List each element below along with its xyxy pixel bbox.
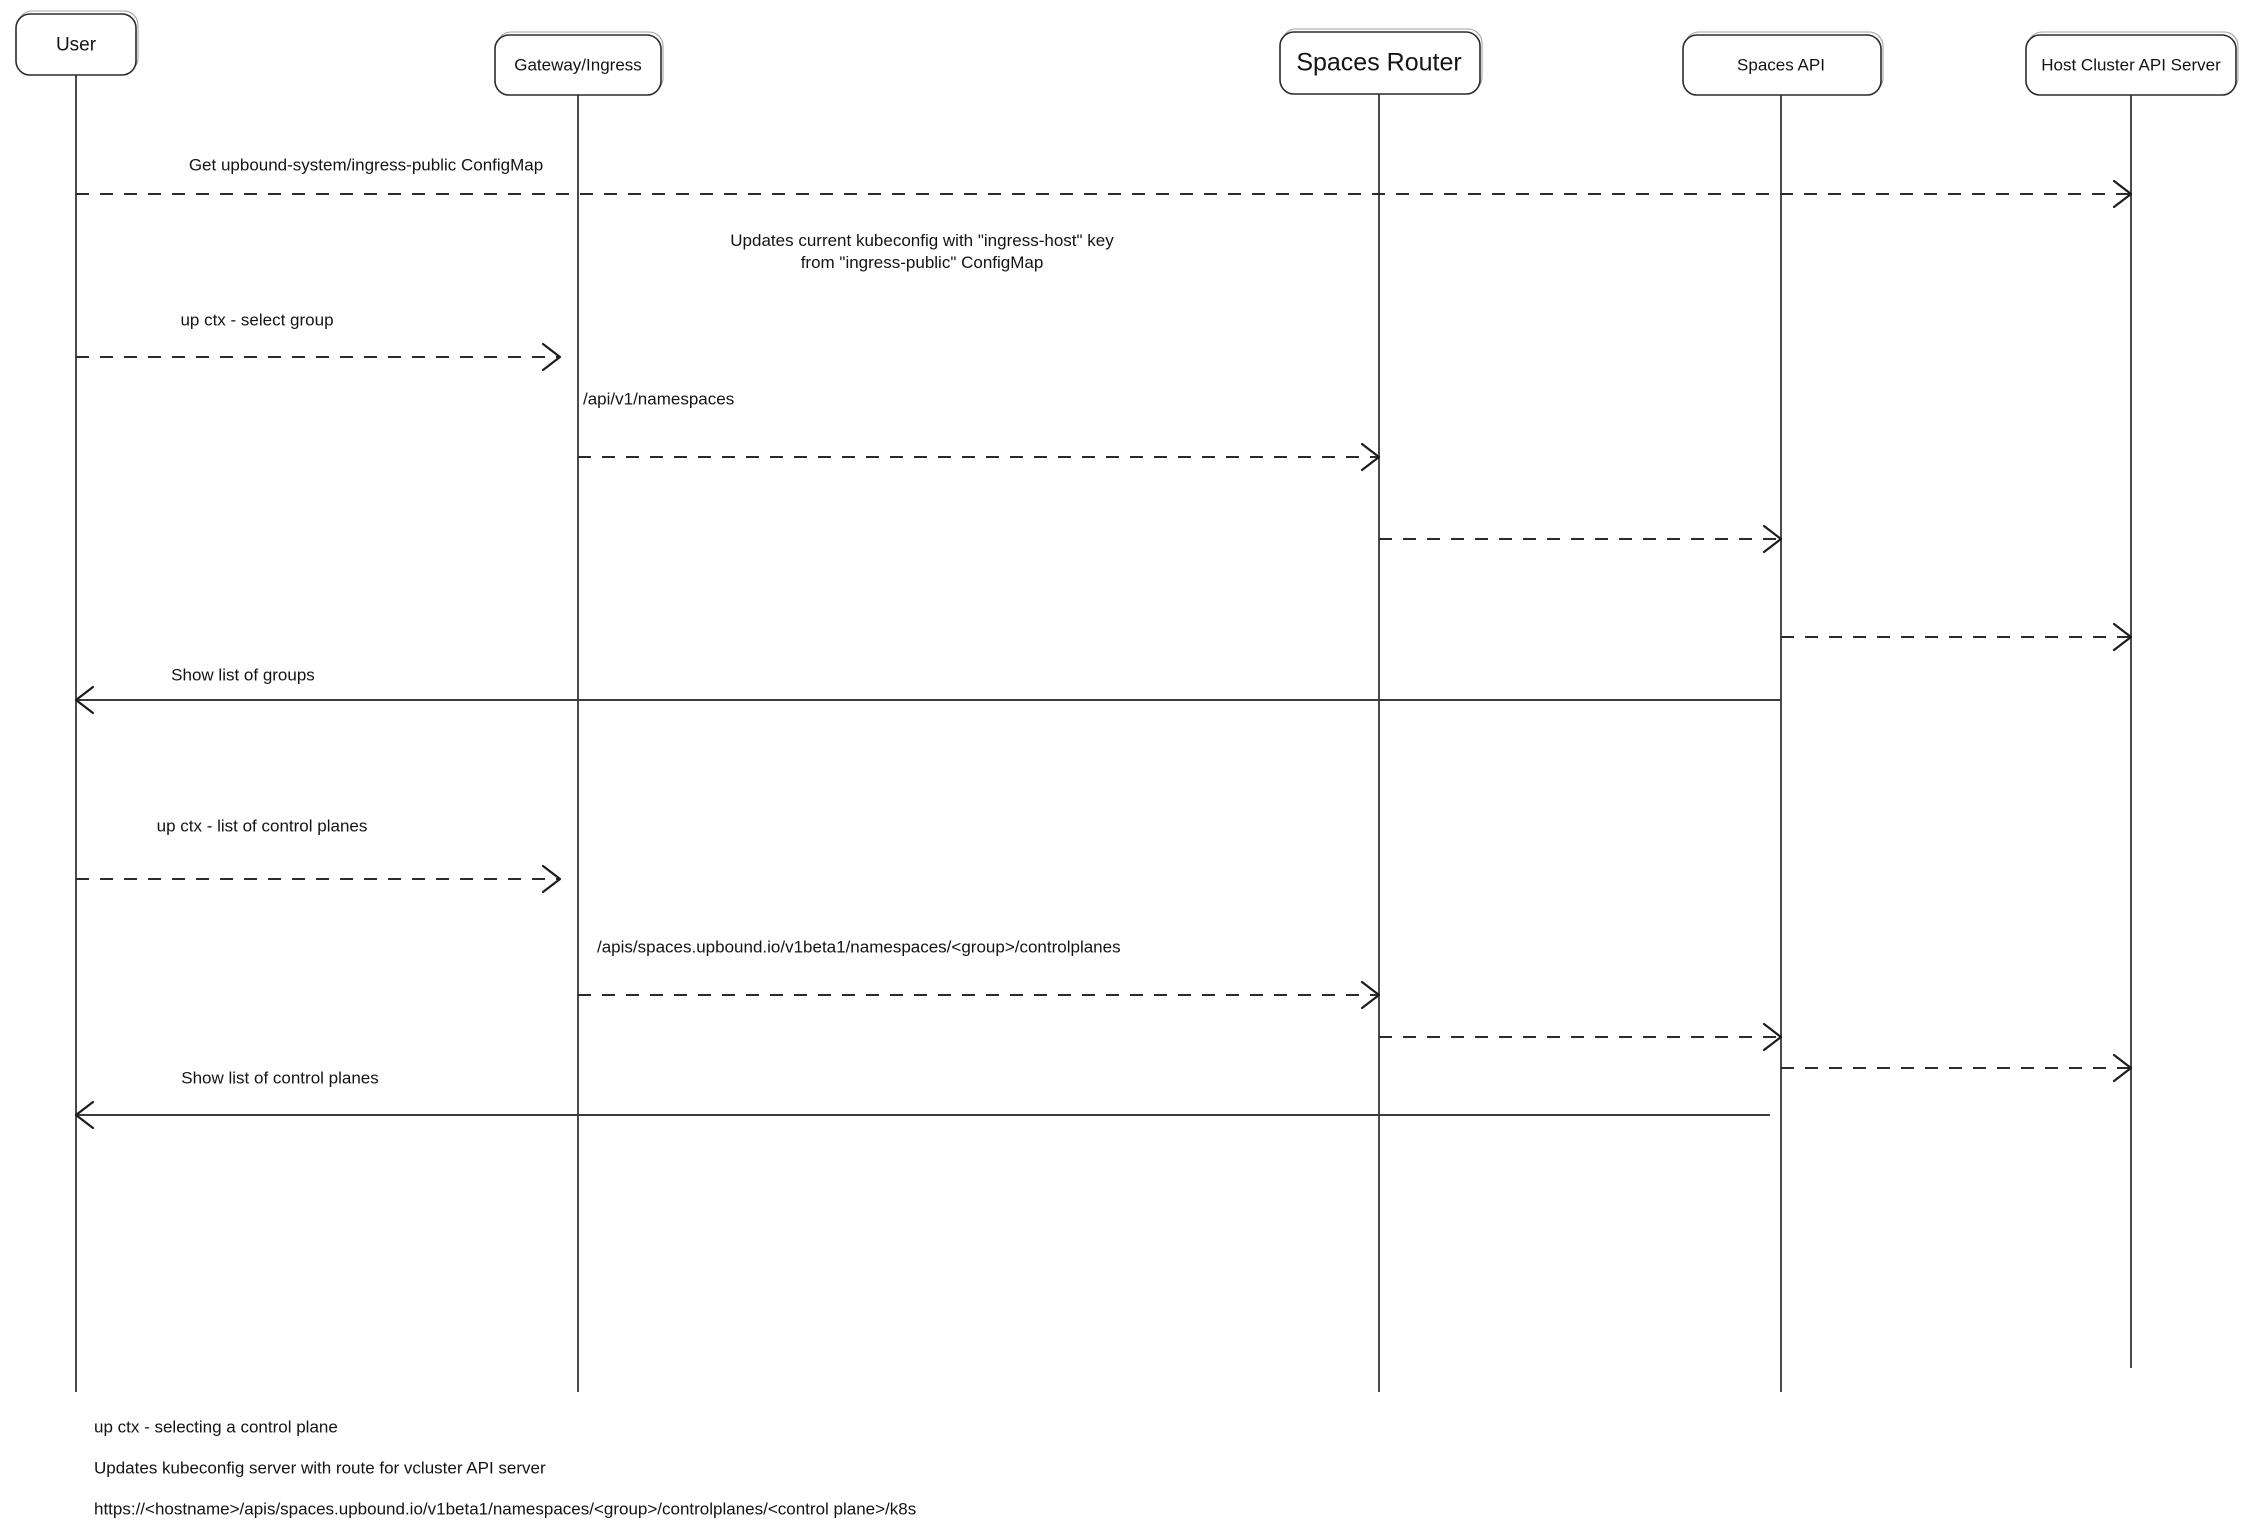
msg-router-to-spacesapi-2[interactable] <box>1379 1022 1783 1052</box>
participant-user[interactable]: User <box>15 10 139 76</box>
msg-controlplanes-url-label: /apis/spaces.upbound.io/v1beta1/namespac… <box>597 937 1121 956</box>
msg-show-list-of-groups-label: Show list of groups <box>171 665 315 684</box>
msg-show-list-of-control-planes-label: Show list of control planes <box>181 1068 379 1087</box>
msg-up-ctx-select-group-label: up ctx - select group <box>180 310 333 329</box>
footer-up-ctx-select-cp: up ctx - selecting a control plane <box>94 1417 338 1436</box>
msg-get-configmap-label: Get upbound-system/ingress-public Config… <box>189 155 543 174</box>
participant-box-spaces-api[interactable] <box>1682 34 1882 96</box>
messages-layer: Get upbound-system/ingress-public Config… <box>74 155 2133 1130</box>
msg-spacesapi-to-host-1-arrowhead <box>2112 622 2133 652</box>
note-updates-kubeconfig-ingress-line-0: Updates current kubeconfig with "ingress… <box>730 231 1114 250</box>
lifelines-layer <box>75 75 2132 1392</box>
participant-label-user: User <box>56 35 97 56</box>
msg-router-to-spacesapi-2-arrowhead <box>1762 1022 1783 1052</box>
participant-label-router: Spaces Router <box>1296 49 1461 77</box>
note-updates-kubeconfig-ingress: Updates current kubeconfig with "ingress… <box>730 231 1114 272</box>
participant-box-user[interactable] <box>15 13 137 76</box>
msg-spacesapi-to-host-1[interactable] <box>1781 622 2133 652</box>
msg-show-list-of-control-planes[interactable]: Show list of control planes <box>74 1068 1770 1130</box>
note-updates-kubeconfig-ingress-line-1: from "ingress-public" ConfigMap <box>801 253 1044 272</box>
participant-box-gateway[interactable] <box>494 34 662 96</box>
msg-up-ctx-list-control-planes-label: up ctx - list of control planes <box>157 816 368 835</box>
msg-up-ctx-list-control-planes-arrowhead <box>541 864 562 894</box>
msg-show-list-of-groups[interactable]: Show list of groups <box>74 665 1781 715</box>
msg-get-configmap[interactable]: Get upbound-system/ingress-public Config… <box>76 155 2133 209</box>
msg-api-v1-namespaces[interactable]: /api/v1/namespaces <box>578 389 1381 472</box>
participant-router[interactable]: Spaces Router <box>1279 28 1483 95</box>
msg-controlplanes-url-arrowhead <box>1360 980 1381 1010</box>
footer-notes-layer: up ctx - selecting a control planeUpdate… <box>94 1417 916 1518</box>
participant-gateway[interactable]: Gateway/Ingress <box>494 31 664 96</box>
participant-spaces-api[interactable]: Spaces API <box>1682 31 1884 96</box>
msg-get-configmap-arrowhead <box>2112 179 2133 209</box>
msg-show-list-of-control-planes-arrowhead <box>74 1100 95 1130</box>
msg-up-ctx-select-group[interactable]: up ctx - select group <box>76 310 562 372</box>
msg-api-v1-namespaces-label: /api/v1/namespaces <box>583 389 734 408</box>
msg-controlplanes-url[interactable]: /apis/spaces.upbound.io/v1beta1/namespac… <box>578 937 1381 1010</box>
footer-k8s-url: https://<hostname>/apis/spaces.upbound.i… <box>94 1499 916 1518</box>
msg-show-list-of-groups-arrowhead <box>74 685 95 715</box>
participant-label-spaces-api: Spaces API <box>1737 55 1825 74</box>
participant-label-gateway: Gateway/Ingress <box>514 55 642 74</box>
msg-up-ctx-list-control-planes[interactable]: up ctx - list of control planes <box>76 816 562 894</box>
participant-label-host-api: Host Cluster API Server <box>2041 55 2221 74</box>
participant-host-api[interactable]: Host Cluster API Server <box>2025 31 2239 96</box>
participant-box-host-api[interactable] <box>2025 34 2237 96</box>
participant-box-router[interactable] <box>1279 31 1481 95</box>
footer-updates-kubeconfig-route: Updates kubeconfig server with route for… <box>94 1458 546 1477</box>
msg-router-to-spacesapi-1-arrowhead <box>1762 524 1783 554</box>
msg-spacesapi-to-host-2[interactable] <box>1781 1053 2133 1083</box>
msg-spacesapi-to-host-2-arrowhead <box>2112 1053 2133 1083</box>
msg-up-ctx-select-group-arrowhead <box>541 342 562 372</box>
msg-router-to-spacesapi-1[interactable] <box>1379 524 1783 554</box>
msg-api-v1-namespaces-arrowhead <box>1360 442 1381 472</box>
notes-layer: Updates current kubeconfig with "ingress… <box>730 231 1114 272</box>
